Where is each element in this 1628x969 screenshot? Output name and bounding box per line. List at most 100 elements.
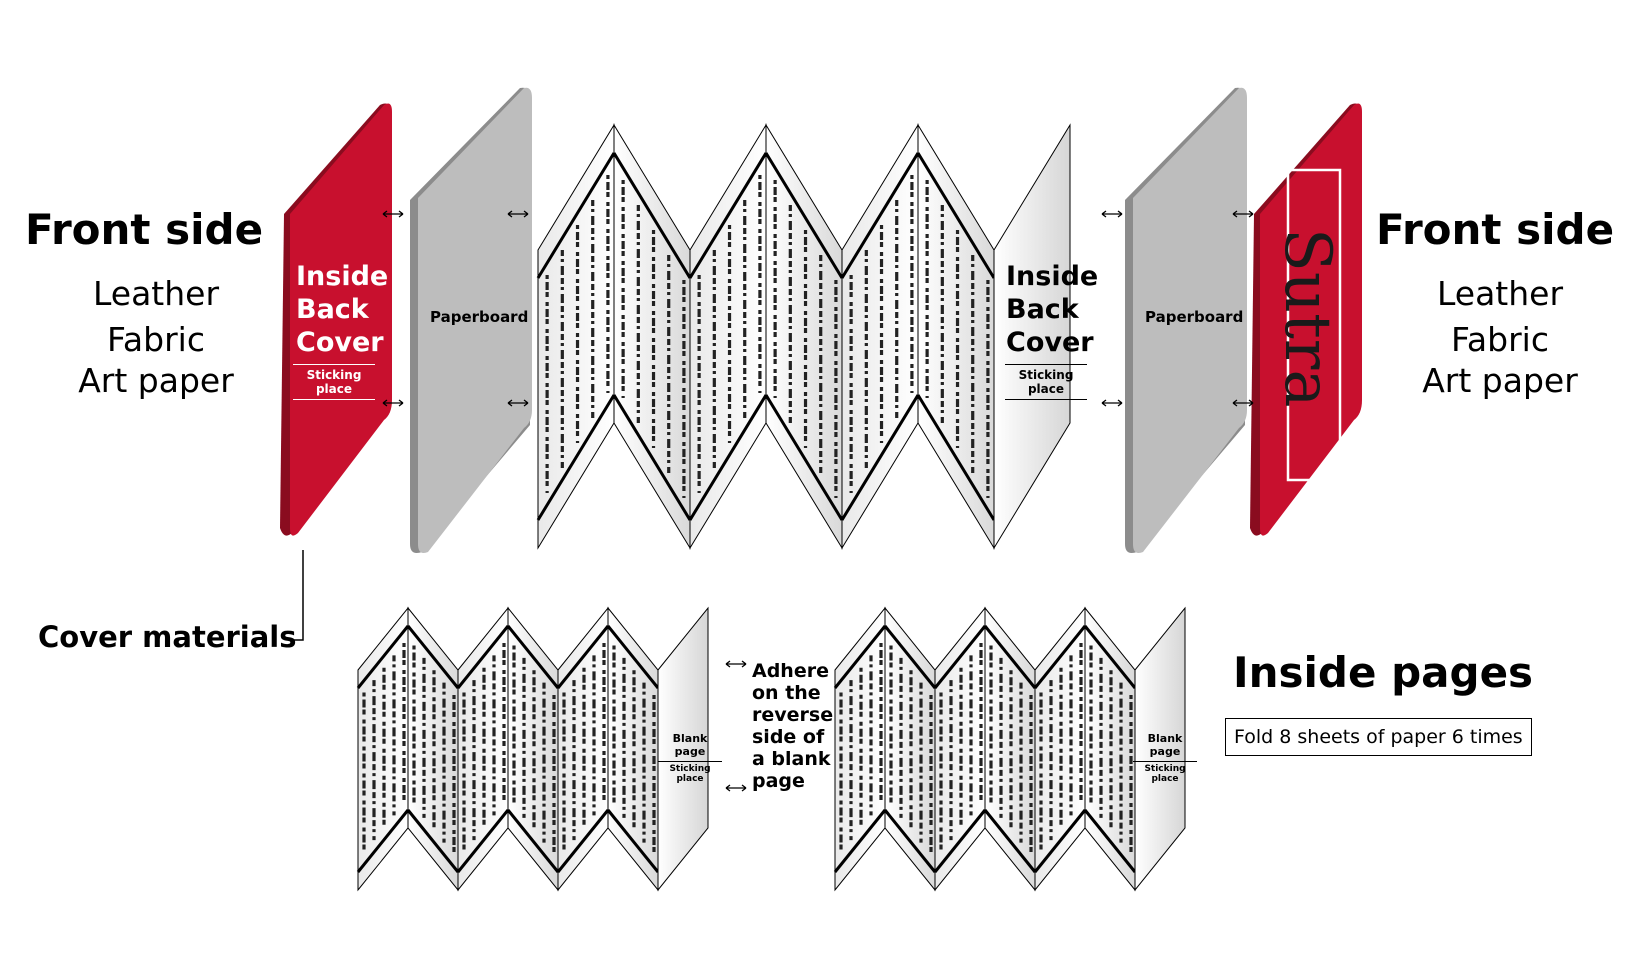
page-border-bottom (983, 809, 1037, 873)
accordion-page (607, 606, 659, 892)
blank-page-sticking: Sticking place (1133, 761, 1197, 784)
page-border-top (506, 625, 560, 689)
page-border-bottom (556, 809, 610, 873)
page-border-bottom (916, 394, 996, 521)
page-border-top (916, 152, 996, 279)
lower-left-blank-page-label: Blank page Sticking place (658, 732, 722, 784)
left-cover-sticking-place: Sticking place (293, 364, 375, 400)
double-arrow-icon (507, 210, 529, 218)
page-border-top (612, 152, 692, 279)
accordion-page (613, 123, 691, 550)
adhere-line3: reverse (752, 704, 834, 726)
left-paperboard-label: Paperboard (430, 308, 529, 326)
right-paperboard-panel (1125, 87, 1247, 553)
right-front-side-heading: Front side (1375, 205, 1615, 254)
page-border-top (1083, 625, 1137, 689)
page-border-bottom (456, 809, 510, 873)
left-cover-title-line1: Inside (296, 261, 389, 292)
right-material-fabric: Fabric (1450, 320, 1549, 359)
page-border-bottom (764, 394, 844, 521)
lower-left-accordion-pages (356, 606, 709, 892)
page-border-bottom (933, 809, 987, 873)
left-cover-title-line3: Cover (296, 327, 384, 358)
right-paperboard-label: Paperboard (1145, 308, 1244, 326)
double-arrow-icon (725, 784, 747, 792)
lower-right-blank-page-label: Blank page Sticking place (1133, 732, 1197, 784)
adhere-note: Adhere on the reverse side of a blank pa… (752, 660, 833, 792)
left-material-fabric: Fabric (106, 320, 205, 359)
double-arrow-icon (1101, 399, 1123, 407)
page-border-top (983, 625, 1037, 689)
left-material-leather: Leather (92, 274, 220, 313)
double-arrow-icon (382, 210, 404, 218)
adhere-line5: a blank (752, 748, 831, 770)
adhere-line4: side of (752, 726, 825, 748)
cover-materials-bracket (291, 550, 304, 641)
page-border-top (833, 625, 887, 689)
page-border-top (606, 625, 660, 689)
right-cover-title-line3: Cover (1006, 327, 1094, 358)
cover-materials-label: Cover materials (38, 620, 297, 654)
page-border-bottom (883, 809, 937, 873)
right-material-leather: Leather (1436, 274, 1564, 313)
main-accordion-pages (536, 123, 1071, 550)
left-front-side-heading: Front side (24, 205, 264, 254)
right-cover-title: Inside Back Cover (1006, 260, 1098, 359)
inside-pages-heading: Inside pages (1233, 648, 1534, 697)
page-border-top (556, 625, 610, 689)
page-border-bottom (688, 394, 768, 521)
accordion-page (1084, 606, 1136, 892)
blank-page (993, 123, 1071, 550)
right-cover-title-line1: Inside (1006, 261, 1099, 292)
accordion-page (984, 606, 1036, 892)
page-border-top (688, 152, 768, 279)
page-border-top (536, 152, 616, 279)
left-material-art-paper: Art paper (78, 361, 234, 400)
double-arrow-icon (725, 660, 747, 668)
page-border-bottom (1083, 809, 1137, 873)
connector-arrows (382, 210, 1254, 792)
double-arrow-icon (1232, 399, 1254, 407)
blank-page-title: Blank page (672, 732, 708, 758)
right-cover-sticking-place: Sticking place (1005, 364, 1087, 400)
left-paperboard-panel (410, 87, 532, 553)
page-border-bottom (356, 809, 410, 873)
blank-page-title: Blank page (1147, 732, 1183, 758)
page-border-top (933, 625, 987, 689)
page-border-bottom (606, 809, 660, 873)
double-arrow-icon (507, 399, 529, 407)
page-border-top (1033, 625, 1087, 689)
page-border-top (840, 152, 920, 279)
lower-right-accordion-pages (833, 606, 1186, 892)
blank-page (1134, 606, 1186, 892)
right-material-art-paper: Art paper (1422, 361, 1578, 400)
right-cover-title-line2: Back (1006, 294, 1079, 325)
page-border-bottom (536, 394, 616, 521)
double-arrow-icon (1101, 210, 1123, 218)
left-cover-title-line2: Back (296, 294, 369, 325)
accordion-page (884, 606, 936, 892)
page-border-bottom (840, 394, 920, 521)
page-border-bottom (506, 809, 560, 873)
blank-page-sticking: Sticking place (658, 761, 722, 784)
accordion-page (917, 123, 995, 550)
double-arrow-icon (1232, 210, 1254, 218)
adhere-line6: page (752, 770, 805, 792)
page-border-bottom (833, 809, 887, 873)
accordion-page (765, 123, 843, 550)
sutra-book-title: Sutra (1270, 228, 1344, 408)
adhere-line1: Adhere (752, 660, 829, 682)
accordion-page (407, 606, 459, 892)
double-arrow-icon (382, 399, 404, 407)
accordion-page (507, 606, 559, 892)
page-border-bottom (406, 809, 460, 873)
left-cover-panel (280, 103, 392, 536)
page-border-top (456, 625, 510, 689)
page-border-top (764, 152, 844, 279)
left-cover-title: Inside Back Cover (296, 260, 388, 359)
blank-page (657, 606, 709, 892)
page-border-top (406, 625, 460, 689)
right-cover-panel (1250, 103, 1362, 536)
